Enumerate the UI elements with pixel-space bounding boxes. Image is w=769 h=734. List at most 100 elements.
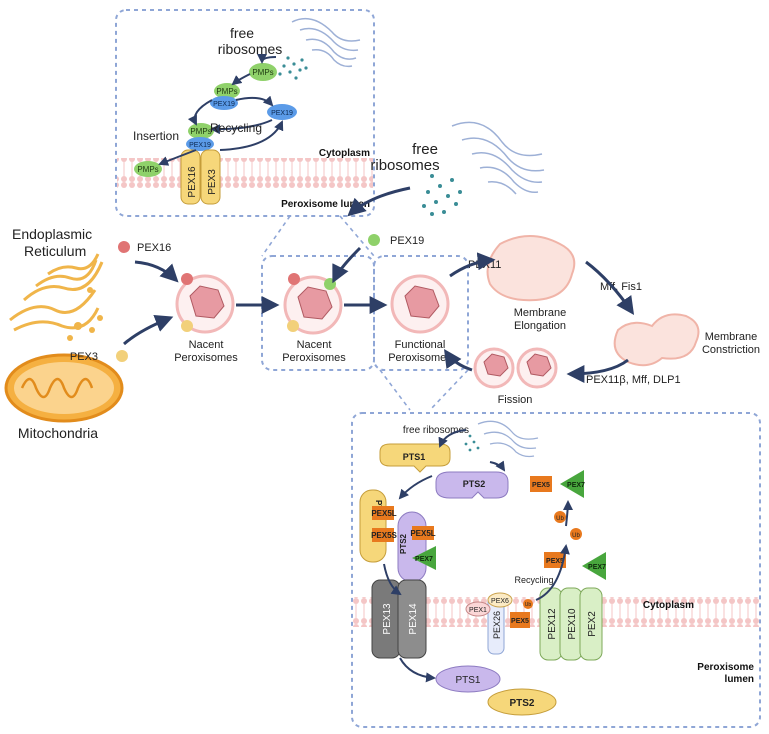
ub-circle [523, 599, 533, 609]
ribosome-dots [278, 56, 308, 80]
recycling-label-bottom: Recycling [514, 575, 553, 585]
ribosome-er-icon-main [451, 121, 545, 195]
pex19-blob [186, 137, 214, 151]
pex5s-box [372, 528, 394, 542]
pmp-blob [134, 161, 162, 177]
pex5s-label: PEX5S [371, 531, 397, 540]
pex16-label: PEX16 [187, 166, 198, 198]
pex19-blob [267, 104, 297, 120]
recycling-label: Recycling [210, 121, 262, 135]
pmp-blob [188, 123, 214, 139]
ribosome-dots-main [422, 174, 462, 216]
fission-label: Fission [498, 394, 533, 406]
pmp-label: PMPs [216, 87, 237, 96]
er-label-2: Reticulum [24, 243, 86, 259]
pts1-imported [435, 665, 501, 693]
functional-label-1: Functional [395, 339, 446, 351]
pts2-protein [435, 471, 509, 499]
pex2-ring [579, 587, 603, 661]
pex10-label: PEX10 [567, 608, 578, 640]
pex5l-label: PEX5L [371, 509, 396, 518]
pex6-label: PEX6 [491, 598, 509, 605]
pex19-main-label: PEX19 [390, 235, 424, 247]
membrane-constriction-1: Membrane [705, 331, 758, 343]
pex7-label: PEX7 [567, 482, 585, 489]
pex26-label: PEX26 [492, 611, 502, 639]
pmp-blob [214, 83, 240, 99]
membrane-elongation-shape [486, 235, 576, 302]
pmp-label: PMPs [190, 127, 211, 136]
pts1-imported-label: PTS1 [455, 675, 480, 686]
pex16-main-label: PEX16 [137, 242, 171, 254]
pex19-label: PEX19 [213, 101, 235, 108]
pex5-label: PEX5 [532, 482, 550, 489]
er-vesicles [67, 287, 103, 341]
pex3-main-label: PEX3 [70, 351, 98, 363]
fission-peroxisomes [473, 347, 558, 389]
bottom-lumen-label-1: Peroxisome [697, 662, 754, 673]
top-free-ribosomes-2: ribosomes [218, 41, 283, 57]
ribosome-er-icon [291, 17, 361, 68]
er-label-1: Endoplasmic [12, 226, 92, 242]
ub-circle [570, 528, 582, 540]
nacent-1-label-2: Peroxisomes [174, 352, 238, 364]
ribosome-dots-bottom [464, 434, 480, 452]
top-inset: free ribosomes PMPs PMPs PEX19 PEX19 PMP… [115, 9, 375, 217]
pmp-blob [249, 63, 277, 81]
pex7-label: PEX7 [415, 556, 433, 563]
pts2-imported-label: PTS2 [509, 698, 534, 709]
nacent-peroxisome-1 [175, 273, 235, 334]
bottom-arrows [383, 429, 573, 683]
pex5-label: PEX5 [511, 618, 529, 625]
top-cytoplasm-label: Cytoplasm [319, 148, 370, 159]
top-arrows [158, 53, 284, 166]
pex3-dot [116, 350, 128, 362]
pex5-label: PEX5 [546, 558, 564, 565]
membrane-elongation-2: Elongation [514, 320, 566, 332]
pex7-recycled [560, 470, 584, 498]
pex19-label: PEX19 [189, 142, 211, 149]
pex6-blob [487, 592, 513, 608]
pex19-blob [210, 96, 238, 110]
pts2-label: PTS2 [463, 479, 486, 489]
ub-label: Ub [556, 516, 564, 522]
mitochondria-label: Mitochondria [18, 425, 98, 441]
nacent-2-label-2: Peroxisomes [282, 352, 346, 364]
pex3-protein [200, 149, 221, 205]
bottom-cytoplasm-label: Cytoplasm [643, 600, 694, 611]
membrane-elongation-1: Membrane [514, 307, 567, 319]
bottom-inset-connector [379, 369, 469, 411]
membrane-constriction-shape [613, 313, 700, 367]
pex14-pore [397, 579, 427, 659]
insertion-label: Insertion [133, 129, 179, 143]
pex7-ub [582, 552, 606, 580]
pex12-label: PEX12 [547, 608, 558, 640]
pex5l-box [372, 506, 394, 520]
pex5l-box-2 [412, 526, 434, 540]
pmp-label: PMPs [137, 165, 158, 174]
pex2-label: PEX2 [587, 611, 598, 637]
pex14-label: PEX14 [408, 603, 419, 635]
pmp-label: PMPs [252, 68, 273, 77]
membrane-constriction-2: Constriction [702, 344, 760, 356]
pex19-dot [368, 234, 380, 246]
pex11b-label: PEX11β, Mff, DLP1 [586, 374, 681, 386]
ribosome-er-icon-bottom [477, 420, 539, 458]
pex7-label: PEX7 [588, 564, 606, 571]
bottom-free-ribosomes: free ribosomes [403, 425, 469, 436]
main-arrows [123, 186, 635, 383]
ub-circle [554, 511, 566, 523]
functional-peroxisome [390, 274, 450, 334]
pex5l-label-2: PEX5L [410, 529, 435, 538]
pts2-imported [487, 688, 557, 716]
nacent-peroxisome-2 [283, 273, 343, 335]
nacent-2-label-1: Nacent [297, 339, 332, 351]
functional-box [373, 255, 469, 371]
pex7-triangle [412, 546, 436, 570]
pts2-vertical-label: PTS2 [399, 533, 408, 554]
pex3-label: PEX3 [207, 169, 218, 195]
pex16-protein [180, 149, 201, 205]
pex1-blob [465, 601, 491, 617]
ub-label: Ub [572, 533, 580, 539]
endoplasmic-reticulum-icon [9, 253, 104, 332]
